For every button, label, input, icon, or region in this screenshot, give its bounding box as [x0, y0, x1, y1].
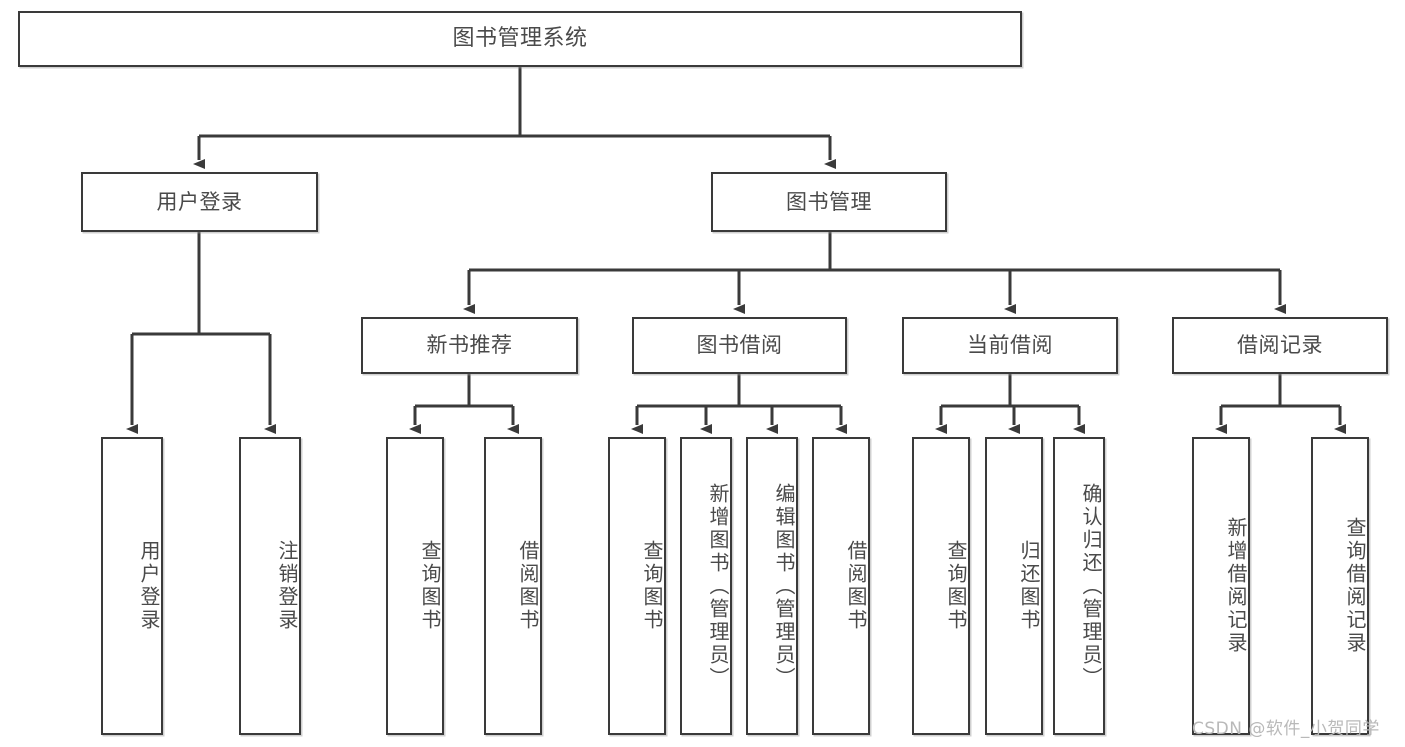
book-borrow-to-leaves-links — [631, 374, 847, 434]
node-leaf-query-book-recommend[interactable]: 查询图书 — [386, 437, 444, 735]
node-leaf-edit-book-admin[interactable]: 编辑图书（管理员） — [746, 437, 798, 735]
node-leaf-logout-login[interactable]: 注销登录 — [239, 437, 301, 735]
node-leaf-query-book-current[interactable]: 查询图书 — [912, 437, 970, 735]
node-book-management[interactable]: 图书管理 — [711, 172, 947, 232]
node-leaf-query-book-borrow[interactable]: 查询图书 — [608, 437, 666, 735]
node-leaf-return-book[interactable]: 归还图书 — [985, 437, 1043, 735]
node-new-book-recommend[interactable]: 新书推荐 — [361, 317, 578, 374]
current-borrow-to-leaves-links — [935, 374, 1085, 434]
new-book-recommend-to-leaves-links — [409, 374, 519, 434]
node-leaf-confirm-return-admin[interactable]: 确认归还（管理员） — [1053, 437, 1105, 735]
node-leaf-add-borrow-record[interactable]: 新增借阅记录 — [1192, 437, 1250, 735]
book-management-to-level3-links — [463, 232, 1286, 314]
node-borrow-record[interactable]: 借阅记录 — [1172, 317, 1388, 374]
node-leaf-user-login[interactable]: 用户登录 — [101, 437, 163, 735]
node-book-borrow[interactable]: 图书借阅 — [632, 317, 847, 374]
user-login-to-leaves-links — [126, 232, 276, 434]
node-user-login[interactable]: 用户登录 — [81, 172, 318, 232]
node-leaf-borrow-book[interactable]: 借阅图书 — [812, 437, 870, 735]
node-leaf-borrow-book-recommend[interactable]: 借阅图书 — [484, 437, 542, 735]
node-leaf-add-book-admin[interactable]: 新增图书（管理员） — [680, 437, 732, 735]
csdn-watermark: CSDN @软件_小贺同学 — [1192, 719, 1380, 739]
borrow-record-to-leaves-links — [1215, 374, 1346, 434]
node-leaf-query-borrow-record[interactable]: 查询借阅记录 — [1311, 437, 1369, 735]
root-to-level2-links — [193, 67, 836, 169]
node-current-borrow[interactable]: 当前借阅 — [902, 317, 1118, 374]
node-root-book-management-system[interactable]: 图书管理系统 — [18, 11, 1022, 67]
